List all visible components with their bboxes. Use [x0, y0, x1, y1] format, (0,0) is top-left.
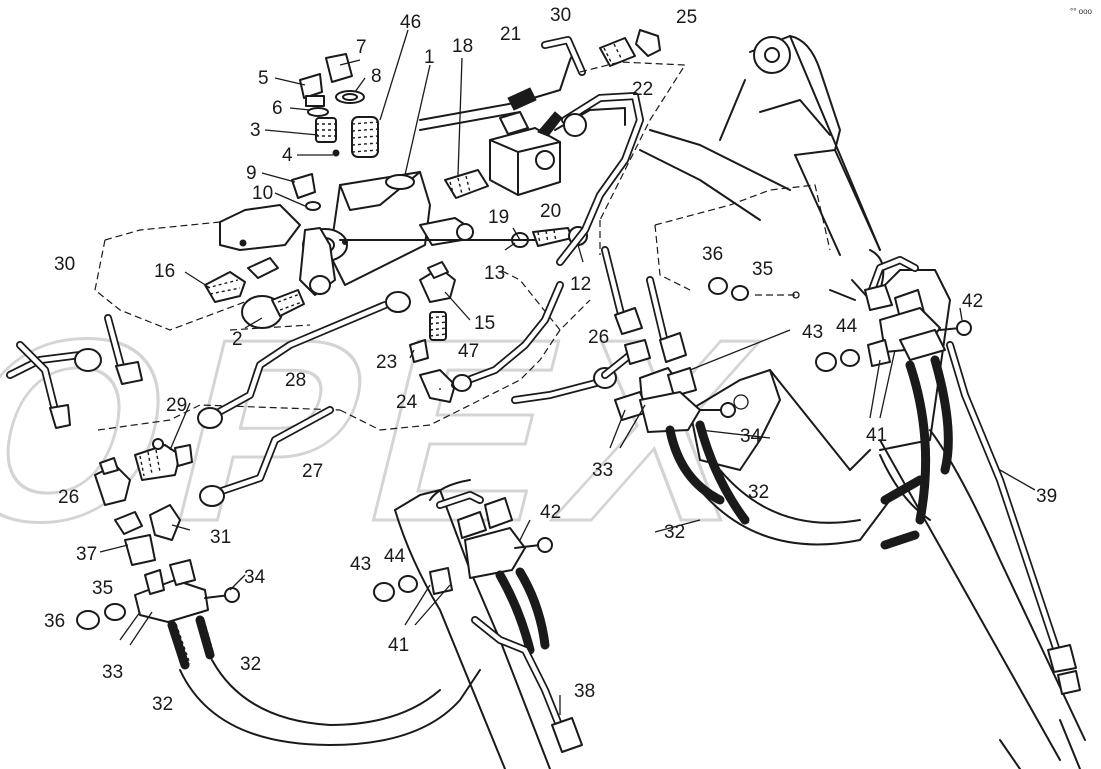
center-lower-assembly	[373, 479, 583, 769]
corner-mark: °° ooo	[1070, 7, 1093, 16]
label-8: 8	[371, 66, 382, 87]
label-28: 28	[285, 370, 306, 391]
label-23: 23	[376, 352, 397, 373]
label-24: 24	[396, 392, 418, 413]
label-32-c: 32	[664, 522, 685, 543]
label-44-center: 44	[384, 546, 406, 567]
label-5: 5	[258, 68, 269, 89]
label-36-right: 36	[702, 244, 723, 265]
label-16: 16	[154, 261, 175, 282]
label-32-d: 32	[748, 482, 769, 503]
label-3: 3	[250, 120, 261, 141]
label-41-center: 41	[388, 635, 409, 656]
label-34-right: 34	[740, 426, 762, 447]
label-2: 2	[232, 329, 243, 350]
label-9: 9	[246, 163, 257, 184]
label-44-right: 44	[836, 316, 858, 337]
middle-pipes	[197, 261, 634, 507]
label-21: 21	[500, 24, 521, 45]
label-7: 7	[356, 37, 367, 58]
left-lower-assembly	[6, 314, 481, 746]
label-42-right: 42	[962, 291, 983, 312]
label-20: 20	[540, 201, 561, 222]
label-6: 6	[272, 98, 283, 119]
label-12: 12	[570, 274, 591, 295]
label-41-right: 41	[866, 425, 887, 446]
far-right-assembly	[815, 256, 1081, 695]
label-27: 27	[302, 461, 323, 482]
label-22: 22	[632, 79, 653, 100]
label-1: 1	[424, 47, 435, 68]
label-15: 15	[474, 313, 495, 334]
label-34-left: 34	[244, 567, 266, 588]
label-13: 13	[484, 263, 505, 284]
leader-lines	[99, 29, 1036, 715]
label-33-left: 33	[102, 662, 123, 683]
label-37: 37	[76, 544, 97, 565]
control-valve-assembly	[94, 29, 687, 431]
label-29: 29	[166, 395, 187, 416]
label-30-left: 30	[54, 254, 75, 275]
label-26-right: 26	[588, 327, 609, 348]
boom-structure	[639, 35, 1086, 769]
label-33-right: 33	[592, 460, 613, 481]
label-36-left: 36	[44, 611, 65, 632]
label-32-a: 32	[152, 694, 173, 715]
label-26-left: 26	[58, 487, 79, 508]
label-18: 18	[452, 36, 473, 57]
label-30-top: 30	[550, 5, 571, 26]
label-32-b: 32	[240, 654, 261, 675]
label-4: 4	[282, 145, 293, 166]
label-35-left: 35	[92, 578, 113, 599]
label-42-center: 42	[540, 502, 561, 523]
label-25: 25	[676, 7, 697, 28]
label-39: 39	[1036, 486, 1057, 507]
label-43-right: 43	[802, 322, 823, 343]
label-19: 19	[488, 207, 509, 228]
label-31: 31	[210, 527, 231, 548]
label-38: 38	[574, 681, 595, 702]
label-47: 47	[458, 341, 479, 362]
label-46: 46	[400, 12, 421, 33]
label-43-center: 43	[350, 554, 371, 575]
part-labels: 1 2 3 4 5 6 7 8 9 10 12 13 15 16 18 19 2…	[44, 5, 1057, 715]
label-35-right: 35	[752, 259, 773, 280]
label-10: 10	[252, 183, 273, 204]
